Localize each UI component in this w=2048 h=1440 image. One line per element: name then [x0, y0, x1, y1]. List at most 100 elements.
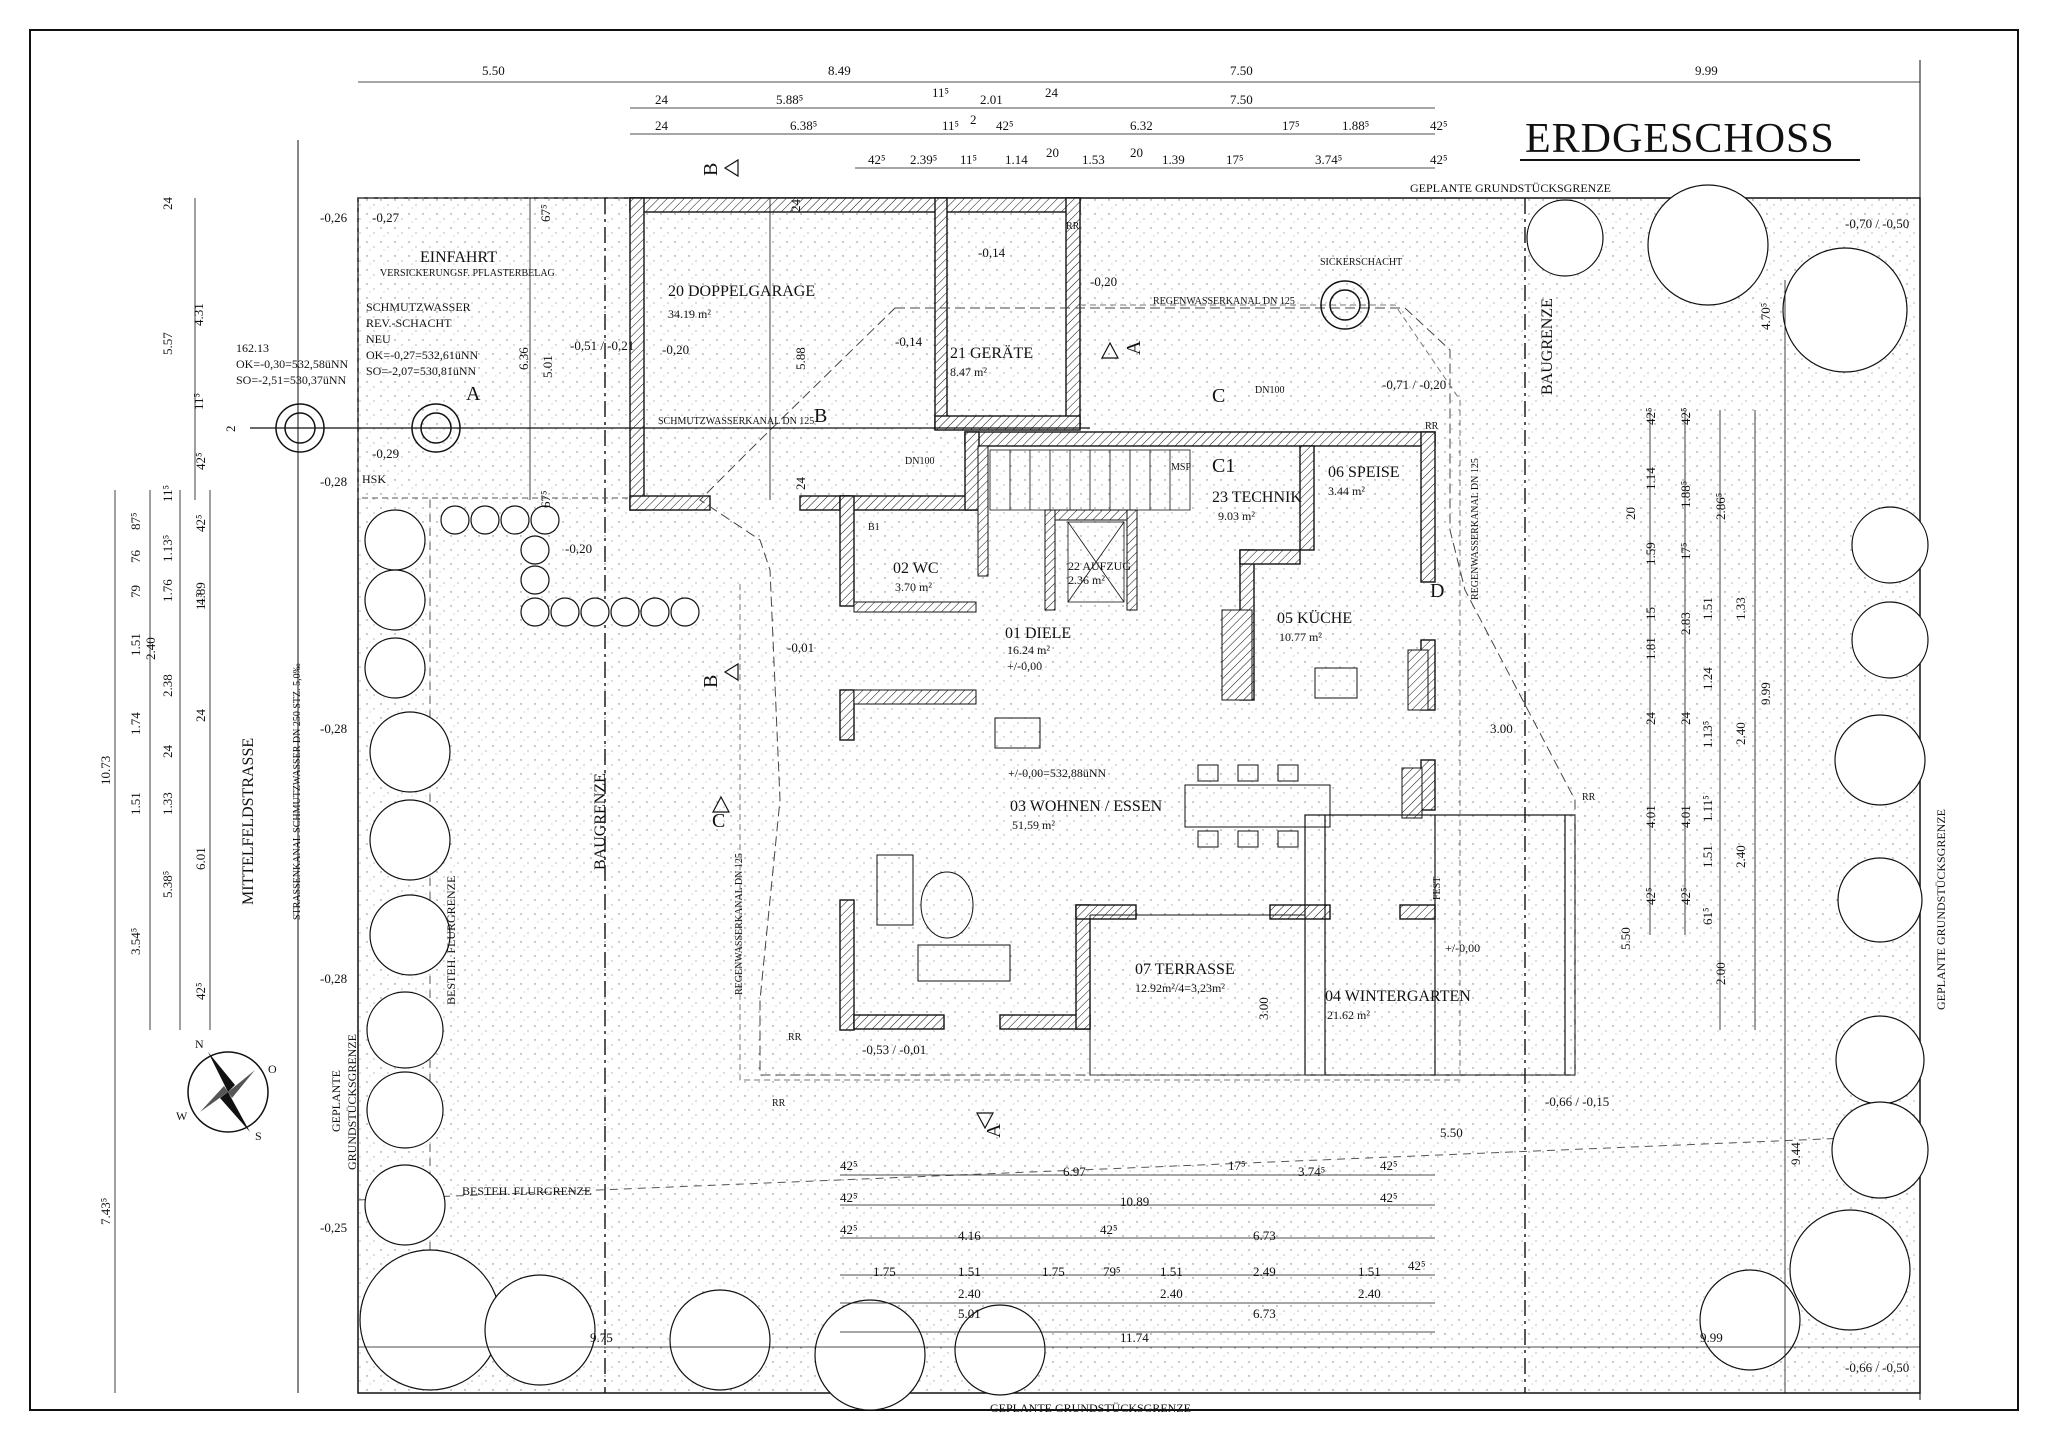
- level-markers: -0,26 -0,27 -0,51 / -0,21 -0,20 -0,14 -0…: [320, 210, 1909, 1375]
- label-street: MITTELFELDSTRASSE: [240, 738, 257, 905]
- dim-left-d-2: 42⁵: [193, 514, 208, 532]
- dim-bot-1-2: 17⁵: [1228, 1158, 1246, 1173]
- room-diele-name: 01 DIELE: [1005, 625, 1071, 642]
- room-terrasse-name: 07 TERRASSE: [1135, 961, 1235, 978]
- level-11: -0,01: [787, 640, 814, 655]
- level-12: -0,28: [320, 721, 347, 736]
- room-geraete-area: 8.47 m²: [950, 365, 987, 379]
- level-0: -0,26: [320, 210, 348, 225]
- dim-top-3-0: 24: [655, 118, 669, 133]
- house-walls: [839, 431, 1436, 1031]
- dim-top-3-7: 1.88⁵: [1342, 118, 1369, 133]
- dim-top-3-2: 11⁵: [942, 118, 959, 133]
- dim-garage-0: 6.36: [516, 347, 531, 370]
- dims-right: 42⁵ 1.14 20 1.59 15 1.81 24 4.01 42⁵ 42⁵…: [1618, 303, 1803, 1165]
- room-wc-name: 02 WC: [893, 560, 938, 577]
- label-einfahrt: EINFAHRT: [420, 249, 497, 266]
- dim-right-a-4: 15: [1643, 607, 1658, 620]
- dim-right-d-4: 5.50: [1618, 927, 1633, 950]
- room-garage-area: 34.19 m²: [668, 307, 711, 321]
- dims-top-row1: 5.50 8.49 7.50 9.99: [482, 63, 1718, 78]
- dims-garage: 6.36 5.01 5.88 24 24 67⁵ 67⁵: [516, 199, 808, 509]
- label-existing-3: SO=-2,51=530,37üNN: [236, 373, 347, 387]
- dim-top-2-2: 11⁵: [932, 85, 949, 100]
- label-baugrenze-right: BAUGRENZE: [1539, 298, 1556, 395]
- dim-left-b-3: 1.51: [128, 633, 143, 656]
- dim-left-d-6: 4.89: [193, 582, 208, 605]
- dim-right-b-6: 42⁵: [1678, 887, 1693, 905]
- dim-top-4-8: 17⁵: [1226, 152, 1244, 167]
- dim-right-a-7: 4.01: [1643, 805, 1658, 828]
- dim-right-a-2: 20: [1623, 507, 1638, 520]
- dim-top-3-3: 2: [970, 112, 977, 127]
- dim-top-4-0: 42⁵: [868, 152, 886, 167]
- dim-top-3-6: 17⁵: [1282, 118, 1300, 133]
- dim-garage-5: 67⁵: [538, 204, 553, 222]
- dim-garage-2: 5.88: [793, 347, 808, 370]
- dim-right-c-1: 1.51: [1700, 597, 1715, 620]
- label-street-sewer: STRASSENKANAL SCHMUTZWASSER DN 250 STZ. …: [292, 663, 303, 920]
- level-2: -0,51 / -0,21: [570, 338, 634, 353]
- sheet-frame: [29, 29, 2019, 1411]
- dim-left-c-4: 1.33: [160, 792, 175, 815]
- compass-o: O: [268, 1062, 277, 1076]
- dim-garage-3: 24: [788, 199, 803, 213]
- dim-bot-1-1: 6.97: [1063, 1164, 1086, 1179]
- level-13: -0,28: [320, 971, 347, 986]
- level-8: -0,29: [372, 446, 399, 461]
- dim-right-c-2: 1.24: [1700, 667, 1715, 690]
- dim-right-a-5: 1.81: [1643, 637, 1658, 660]
- section-b-top: B: [700, 163, 722, 176]
- room-wohnen-name: 03 WOHNEN / ESSEN: [1010, 798, 1163, 815]
- dim-bot-3-1: 4.16: [958, 1228, 981, 1243]
- dim-left-b-0: 87⁵: [128, 512, 143, 530]
- dim-left-c-1: 1.76: [160, 579, 175, 602]
- section-markers: [250, 158, 1119, 1130]
- dim-right-a-0: 42⁵: [1643, 407, 1658, 425]
- label-fest: FEST: [1432, 877, 1443, 900]
- dim-top-4-1: 2.39⁵: [910, 152, 937, 167]
- dim-bot-2-1: 10.89: [1120, 1194, 1149, 1209]
- dim-right-d-0: 1.33: [1733, 597, 1748, 620]
- dim-right-b-5: 4.01: [1678, 805, 1693, 828]
- site-ground: [358, 198, 1920, 1393]
- level-10: -0,20: [565, 541, 592, 556]
- label-grenze-left-1: GEPLANTE: [329, 1070, 343, 1132]
- regenwasser-pipe: [739, 304, 1461, 1081]
- dims-top-row2: 24 5.88⁵ 11⁵ 2.01 24 7.50: [655, 85, 1253, 107]
- dim-right-d-2: 2.40: [1733, 722, 1748, 745]
- dim-left-d-5: 24: [160, 745, 175, 759]
- room-terrasse-area: 12.92m²/4=3,23m²: [1135, 981, 1225, 995]
- label-rr-1: RR: [1066, 221, 1080, 232]
- dim-right-c-0: 2.86⁵: [1713, 493, 1728, 520]
- dim-left-b-5: 1.51: [128, 792, 143, 815]
- dim-right-d-1: 9.99: [1758, 682, 1773, 705]
- label-sickerschacht: SICKERSCHACHT: [1320, 257, 1402, 268]
- dimension-lines-top: [358, 81, 1920, 169]
- label-flurgrenze-left: BESTEH. FLURGRENZE: [444, 876, 458, 1005]
- room-wintergarten-level: +/-0,00: [1445, 941, 1480, 955]
- label-existing-2: OK=-0,30=532,58üNN: [236, 357, 349, 371]
- dim-bot-4-0: 1.75: [873, 1264, 896, 1279]
- dims-bottom-row6: 5.01 6.73: [958, 1306, 1276, 1321]
- dim-right-c-7: 2.00: [1713, 962, 1728, 985]
- room-wc-area: 3.70 m²: [895, 580, 932, 594]
- label-schmutz-1: SCHMUTZWASSER: [366, 300, 471, 314]
- dim-left-b-4: 1.74: [128, 712, 143, 735]
- section-b-garage: B: [814, 405, 827, 427]
- dim-left-c-5: 5.38⁵: [160, 871, 175, 898]
- label-schmutz-4: OK=-0,27=532,61üNN: [366, 348, 479, 362]
- dim-top-4-10: 42⁵: [1430, 152, 1448, 167]
- label-schmutz-2: REV.-SCHACHT: [366, 316, 452, 330]
- room-wohnen-level: +/-0,00=532,88üNN: [1008, 766, 1107, 780]
- dim-left-c-2: 2.40: [143, 637, 158, 660]
- dim-bot-4-4: 1.51: [1160, 1264, 1183, 1279]
- dim-left-outer-1: 7.43⁵: [98, 1198, 113, 1225]
- dim-top-4-2: 11⁵: [960, 152, 977, 167]
- label-baugrenze-left: BAUGRENZE: [592, 773, 609, 870]
- dim-bot-7-2: 9.99: [1700, 1330, 1723, 1345]
- dim-left-a-0: 24: [160, 197, 175, 211]
- room-wohnen-area: 51.59 m²: [1012, 818, 1055, 832]
- dim-left-a-2: 5.57: [160, 332, 175, 355]
- section-d: D: [1430, 580, 1444, 602]
